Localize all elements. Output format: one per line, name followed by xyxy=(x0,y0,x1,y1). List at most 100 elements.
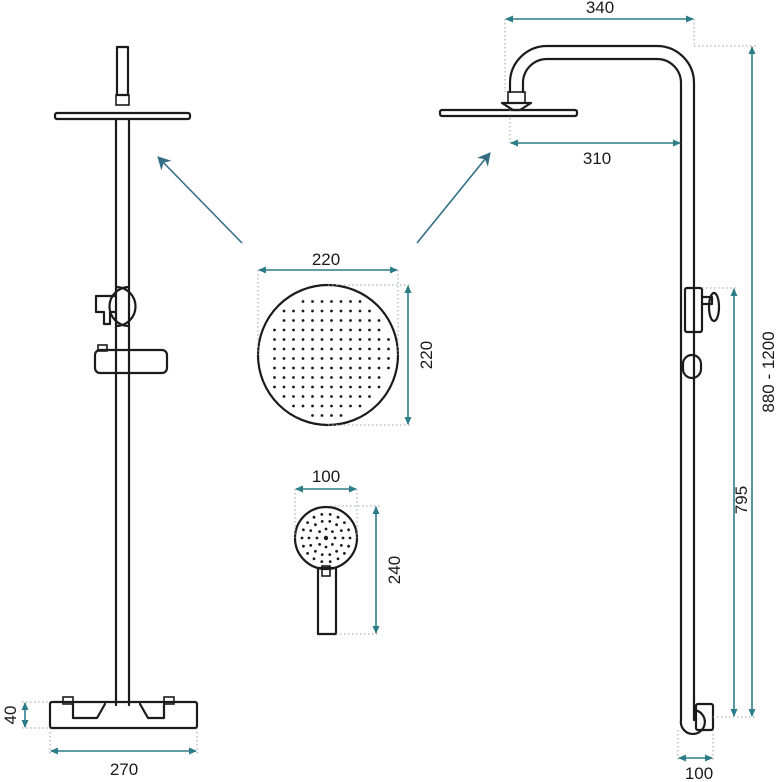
nozzle-dot xyxy=(320,366,324,370)
head-height-dimension: 220 xyxy=(328,284,436,426)
nozzle-dot xyxy=(301,309,305,313)
nozzle-dot xyxy=(273,357,276,360)
nozzle-dot xyxy=(301,300,305,303)
nozzle-dot xyxy=(339,328,343,332)
hand-shower xyxy=(293,505,359,636)
nozzle-dot xyxy=(301,347,305,351)
nozzle-dot xyxy=(330,338,333,341)
nozzle-dot xyxy=(311,309,314,313)
nozzle-dot xyxy=(292,404,295,408)
nozzle-dot xyxy=(387,357,390,360)
nozzle-dot xyxy=(368,338,371,341)
rain-head-nozzles xyxy=(273,300,390,417)
hand-shower-nozzles xyxy=(300,513,352,563)
nozzle-dot xyxy=(368,347,371,351)
nozzle-dot xyxy=(358,319,362,322)
side-diverter-stem xyxy=(700,295,714,306)
side-slider xyxy=(681,353,703,380)
nozzle-dot xyxy=(320,319,324,322)
nozzle-dot xyxy=(339,319,343,322)
nozzle-dot xyxy=(273,376,276,379)
nozzle-dot xyxy=(320,414,324,417)
nozzle-dot xyxy=(273,385,276,389)
hand-nozzle-dot xyxy=(320,560,324,563)
nozzle-dot xyxy=(330,414,333,417)
hand-shower-handle xyxy=(316,566,338,636)
hand-nozzle-dot xyxy=(323,535,329,541)
nozzle-dot xyxy=(349,300,352,303)
hand-nozzle-dot xyxy=(347,544,350,548)
nozzle-dot xyxy=(273,328,276,332)
nozzle-dot xyxy=(330,395,333,398)
rain-head-circle xyxy=(256,283,400,427)
hand-nozzle-dot xyxy=(320,553,324,556)
nozzle-dot xyxy=(330,404,333,408)
hand-nozzle-dot xyxy=(335,523,338,527)
nozzle-dot xyxy=(320,347,324,351)
head-diameter-label: 220 xyxy=(312,250,340,269)
hand-nozzle-dot xyxy=(320,513,324,516)
nozzle-dot xyxy=(292,347,295,351)
side-diverter-knob xyxy=(707,291,721,323)
nozzle-dot xyxy=(320,395,324,398)
nozzle-dot xyxy=(292,376,295,379)
nozzle-dot xyxy=(330,309,333,313)
nozzle-dot xyxy=(377,357,381,360)
nozzle-dot xyxy=(320,404,324,408)
front-diverter-left xyxy=(114,285,137,328)
nozzle-dot xyxy=(339,404,343,408)
nozzle-dot xyxy=(311,319,314,322)
hand-nozzle-dot xyxy=(336,515,340,519)
nozzle-dot xyxy=(330,385,333,389)
nozzle-dot xyxy=(339,385,343,389)
nozzle-dot xyxy=(368,357,371,360)
nozzle-dot xyxy=(320,328,324,332)
hand-nozzle-dot xyxy=(333,536,337,540)
head-height-label: 220 xyxy=(417,341,436,369)
nozzle-dot xyxy=(311,395,314,398)
hand-nozzle-dot xyxy=(314,523,317,527)
hand-nozzle-dot xyxy=(347,528,350,532)
front-connector xyxy=(115,94,130,106)
nozzle-dot xyxy=(292,338,295,341)
nozzle-dot xyxy=(358,357,362,360)
nozzle-dot xyxy=(349,328,352,332)
arm-width-label: 340 xyxy=(586,0,614,17)
nozzle-dot xyxy=(301,338,305,341)
nozzle-dot xyxy=(320,300,324,303)
hand-nozzle-dot xyxy=(336,557,340,561)
nozzle-dot xyxy=(311,414,314,417)
nozzle-dot xyxy=(358,300,362,303)
nozzle-dot xyxy=(349,309,352,313)
side-rain-head xyxy=(438,108,579,118)
nozzle-dot xyxy=(292,328,295,332)
nozzle-dot xyxy=(339,414,343,417)
hand-nozzle-dot xyxy=(339,529,343,532)
nozzle-dot xyxy=(330,366,333,370)
front-mixer-inlet-right xyxy=(138,702,166,720)
front-mixer-knob-right xyxy=(163,696,175,705)
nozzle-dot xyxy=(368,309,371,313)
nozzle-dot xyxy=(377,328,381,332)
nozzle-dot xyxy=(358,404,362,408)
front-diverter-right xyxy=(108,285,131,328)
hand-nozzle-dot xyxy=(302,528,305,532)
nozzle-dot xyxy=(301,328,305,332)
hand-nozzle-dot xyxy=(309,544,313,547)
nozzle-dot xyxy=(311,404,314,408)
nozzle-dot xyxy=(301,404,305,408)
nozzle-dot xyxy=(273,338,276,341)
nozzle-dot xyxy=(311,338,314,341)
nozzle-dot xyxy=(358,328,362,332)
hand-nozzle-dot xyxy=(335,549,338,553)
side-arm-inner xyxy=(521,57,683,722)
nozzle-dot xyxy=(330,300,333,303)
front-slider-holder xyxy=(93,348,169,375)
nozzle-dot xyxy=(387,338,390,341)
nozzle-dot xyxy=(301,385,305,389)
nozzle-dot xyxy=(292,366,295,370)
nozzle-dot xyxy=(282,357,286,360)
nozzle-dot xyxy=(282,395,286,398)
nozzle-dot xyxy=(273,347,276,351)
